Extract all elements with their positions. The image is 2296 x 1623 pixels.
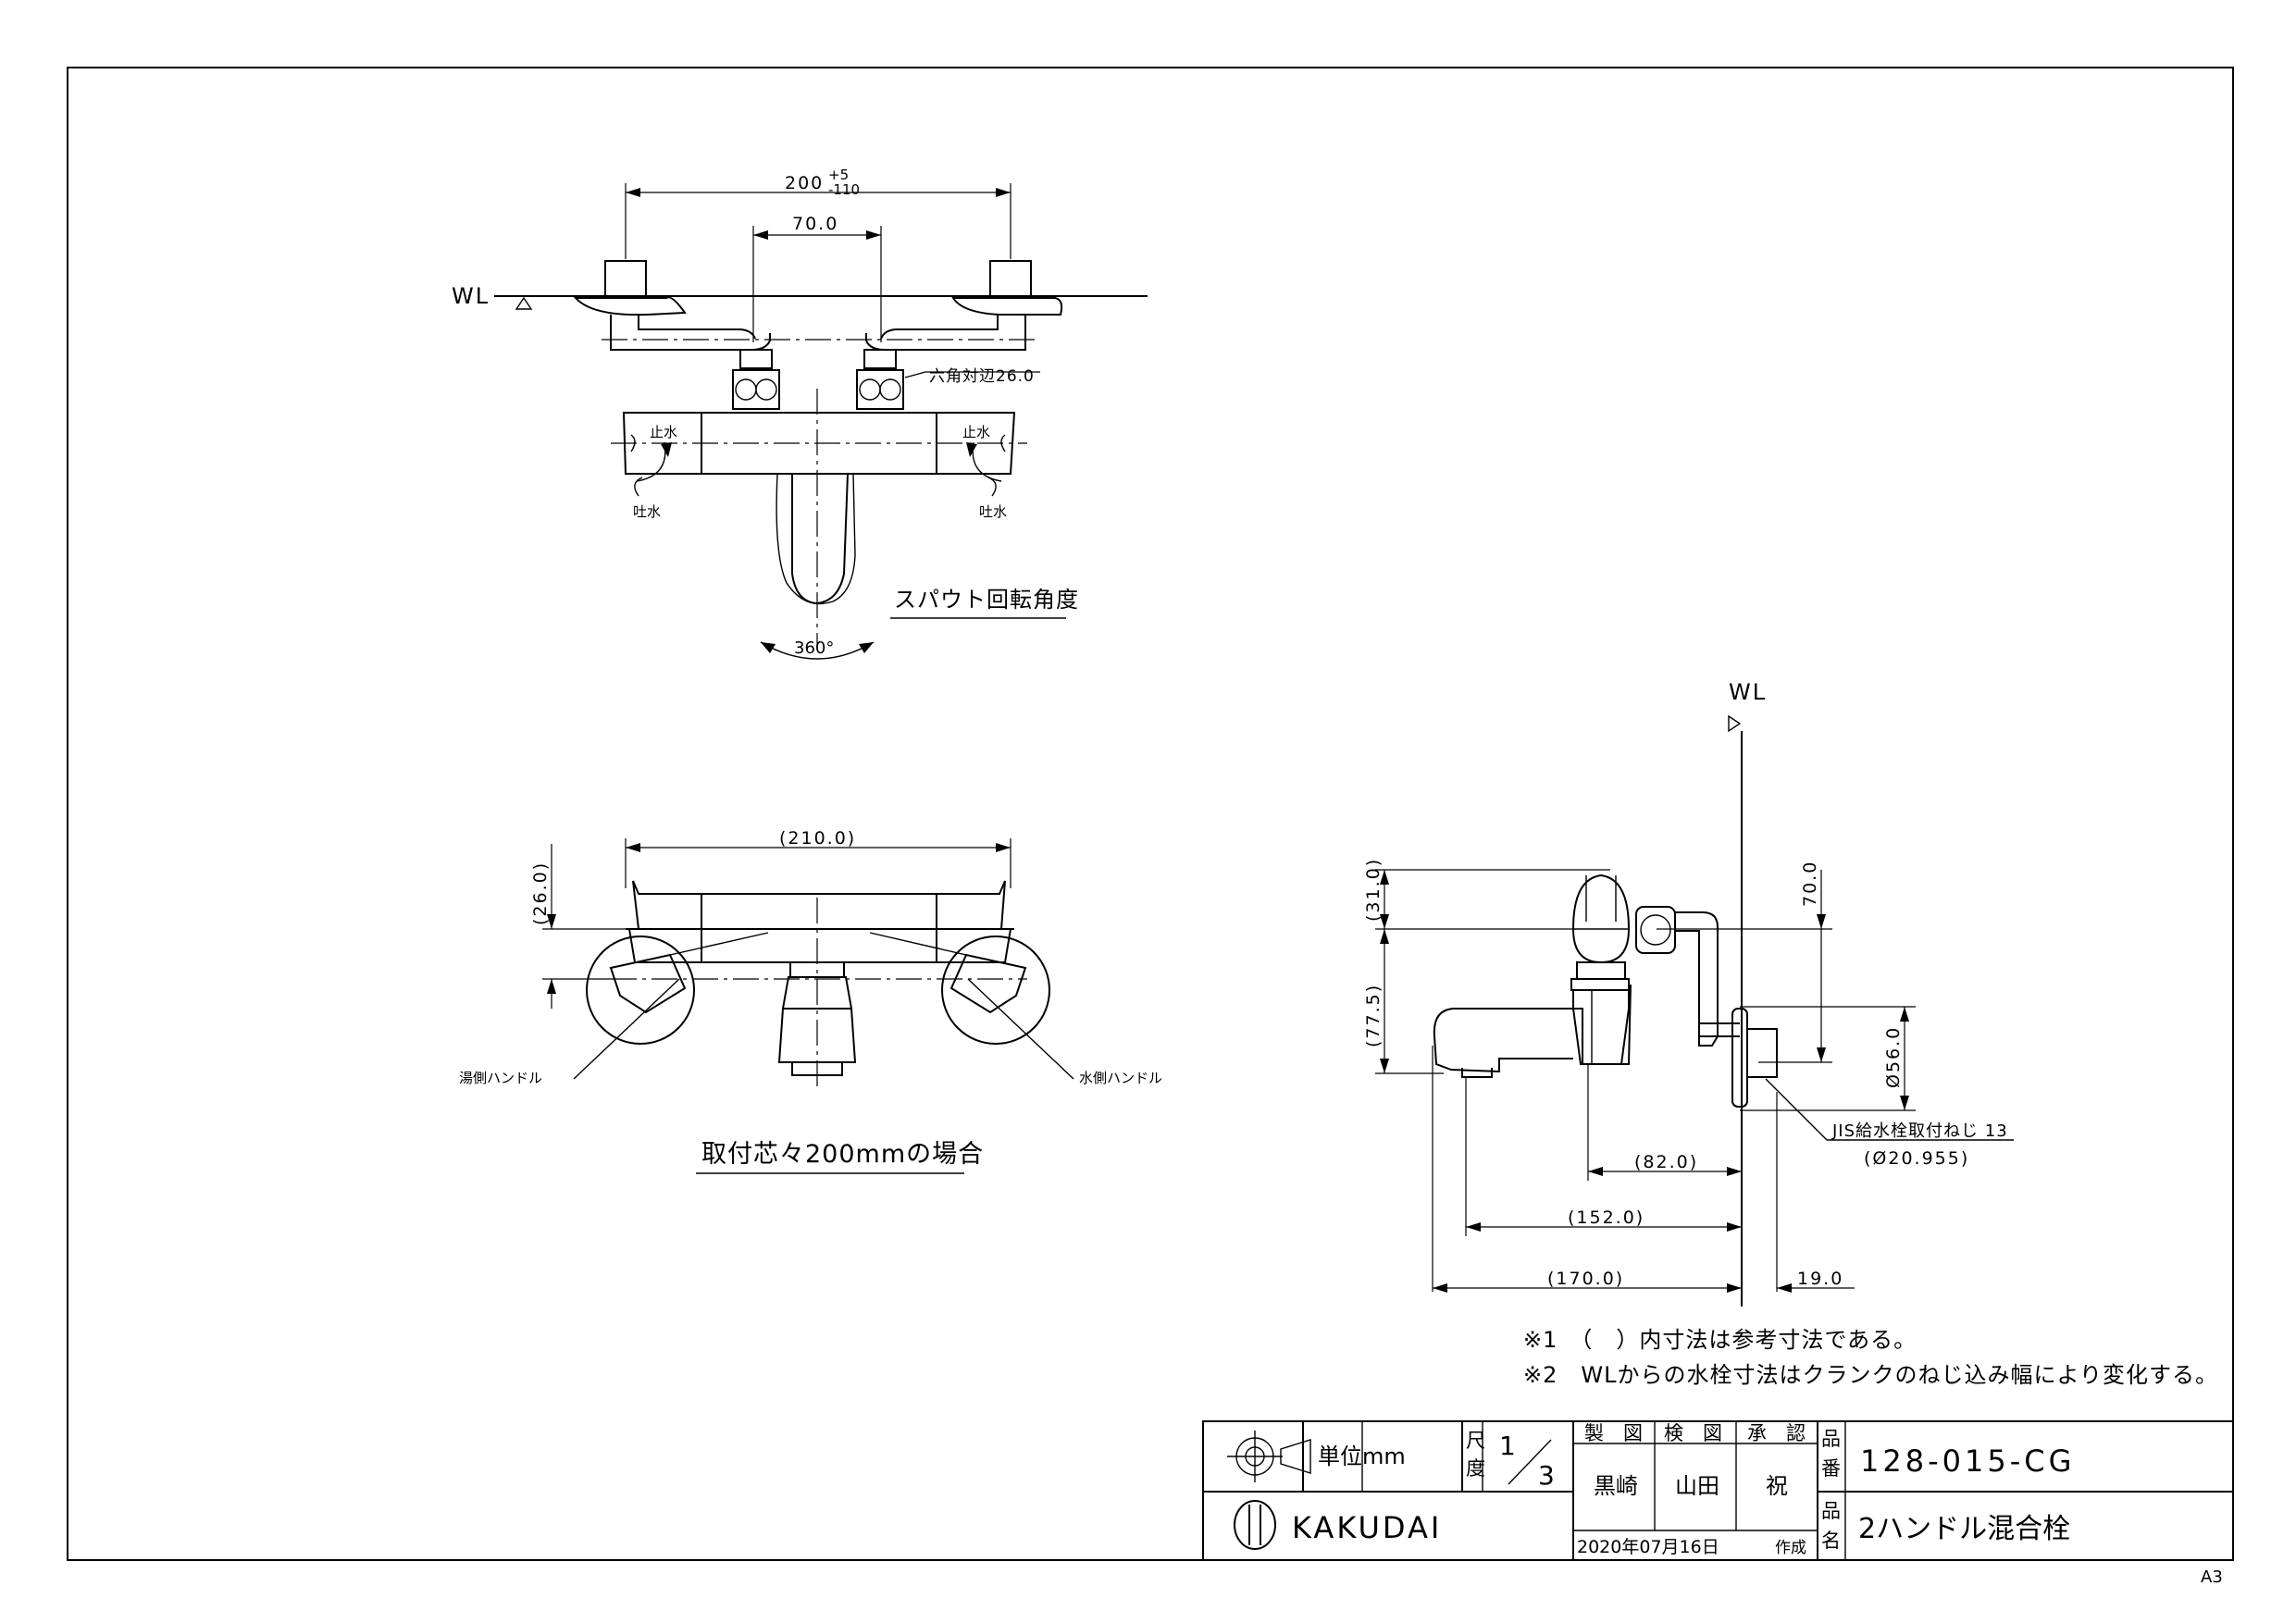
wl-label-left: WL [452, 283, 490, 309]
unit-label: 単位mm [1318, 1443, 1406, 1469]
part-name: 2ハンドル混合栓 [1858, 1513, 2070, 1545]
top-view: 200 +5 -110 70.0 WL [452, 167, 1148, 660]
label-stop-right: 止水 [962, 424, 990, 440]
creation-date: 2020年07月16日 [1577, 1537, 1719, 1557]
kakudai-logo-icon [1234, 1500, 1276, 1550]
label-stop-left: 止水 [650, 424, 677, 440]
title-block: 単位mm 尺 度 1 3 製 図 検 図 承 認 黒崎 山田 祝 品 番 128… [1202, 1420, 2234, 1561]
part-no-label-1: 品 [1821, 1428, 1841, 1450]
projection-symbol-icon [1227, 1431, 1311, 1482]
dim-spout-center: 70.0 [792, 214, 838, 234]
scale-denominator: 3 [1538, 1460, 1555, 1491]
dim-w19: 19.0 [1797, 1269, 1843, 1289]
front-view: (210.0) (26.0) 湯側ハンドル 水側ハンドル [459, 828, 1162, 1174]
dim-body-width: (210.0) [779, 828, 856, 849]
brand-name: KAKUDAI [1292, 1510, 1442, 1545]
dim-top-tol-plus: +5 [828, 167, 849, 183]
label-mount-case: 取付芯々200mmの場合 [701, 1140, 984, 1169]
part-no-label-2: 番 [1821, 1457, 1841, 1480]
dim-h77: (77.5) [1363, 984, 1384, 1047]
dim-top-width: 200 [785, 173, 824, 193]
label-spout-left: 吐水 [633, 503, 661, 520]
created-label: 作成 [1775, 1539, 1806, 1557]
label-hot-handle: 湯側ハンドル [459, 1070, 542, 1086]
approved-label: 承 認 [1747, 1422, 1806, 1444]
dim-w152: (152.0) [1568, 1208, 1644, 1228]
dim-h31: (31.0) [1363, 858, 1384, 922]
label-spout-rotation: スパウト回転角度 [894, 587, 1079, 613]
checked-by: 山田 [1675, 1473, 1719, 1499]
wl-triangle-right-icon [1728, 714, 1742, 733]
sheet-size: A3 [2201, 1567, 2223, 1587]
sheet-border [67, 67, 2234, 1561]
label-cold-handle: 水側ハンドル [1079, 1070, 1162, 1086]
dim-hex: 六角対辺26.0 [929, 367, 1035, 386]
side-view: WL (31.0) (77.5) 70.0 Ø56.0 [1363, 679, 2014, 1307]
wl-label-right: WL [1729, 679, 1767, 705]
label-jis-thread: JIS給水栓取付ねじ 13 [1831, 1121, 2008, 1141]
part-number: 128-015-CG [1860, 1443, 2075, 1479]
label-spout-right: 吐水 [979, 503, 1007, 520]
drawn-label: 製 図 [1584, 1422, 1643, 1444]
dim-w170: (170.0) [1547, 1269, 1624, 1289]
dim-h70: 70.0 [1800, 861, 1820, 907]
dim-d56: Ø56.0 [1883, 1026, 1904, 1088]
note-1: ※1 （ ）内寸法は参考寸法である。 [1523, 1327, 1917, 1353]
note-2: ※2 WLからの水栓寸法はクランクのねじ込み幅により変化する。 [1523, 1362, 2218, 1388]
label-jis-dia: (Ø20.955) [1864, 1148, 1969, 1169]
scale-label-1: 尺 [1466, 1430, 1485, 1452]
scale-label-2: 度 [1466, 1457, 1485, 1480]
scale-numerator: 1 [1499, 1431, 1516, 1461]
dim-top-tol-minus: -110 [828, 181, 860, 198]
wl-triangle-left-icon [515, 296, 533, 310]
part-name-label-1: 品 [1821, 1500, 1841, 1522]
approved-by: 祝 [1766, 1473, 1788, 1499]
dim-w82: (82.0) [1634, 1152, 1698, 1172]
dim-h26: (26.0) [530, 861, 551, 925]
drawn-by: 黒崎 [1594, 1473, 1638, 1499]
dim-angle: 360° [794, 638, 834, 658]
checked-label: 検 図 [1664, 1422, 1722, 1444]
part-name-label-2: 名 [1821, 1530, 1841, 1552]
